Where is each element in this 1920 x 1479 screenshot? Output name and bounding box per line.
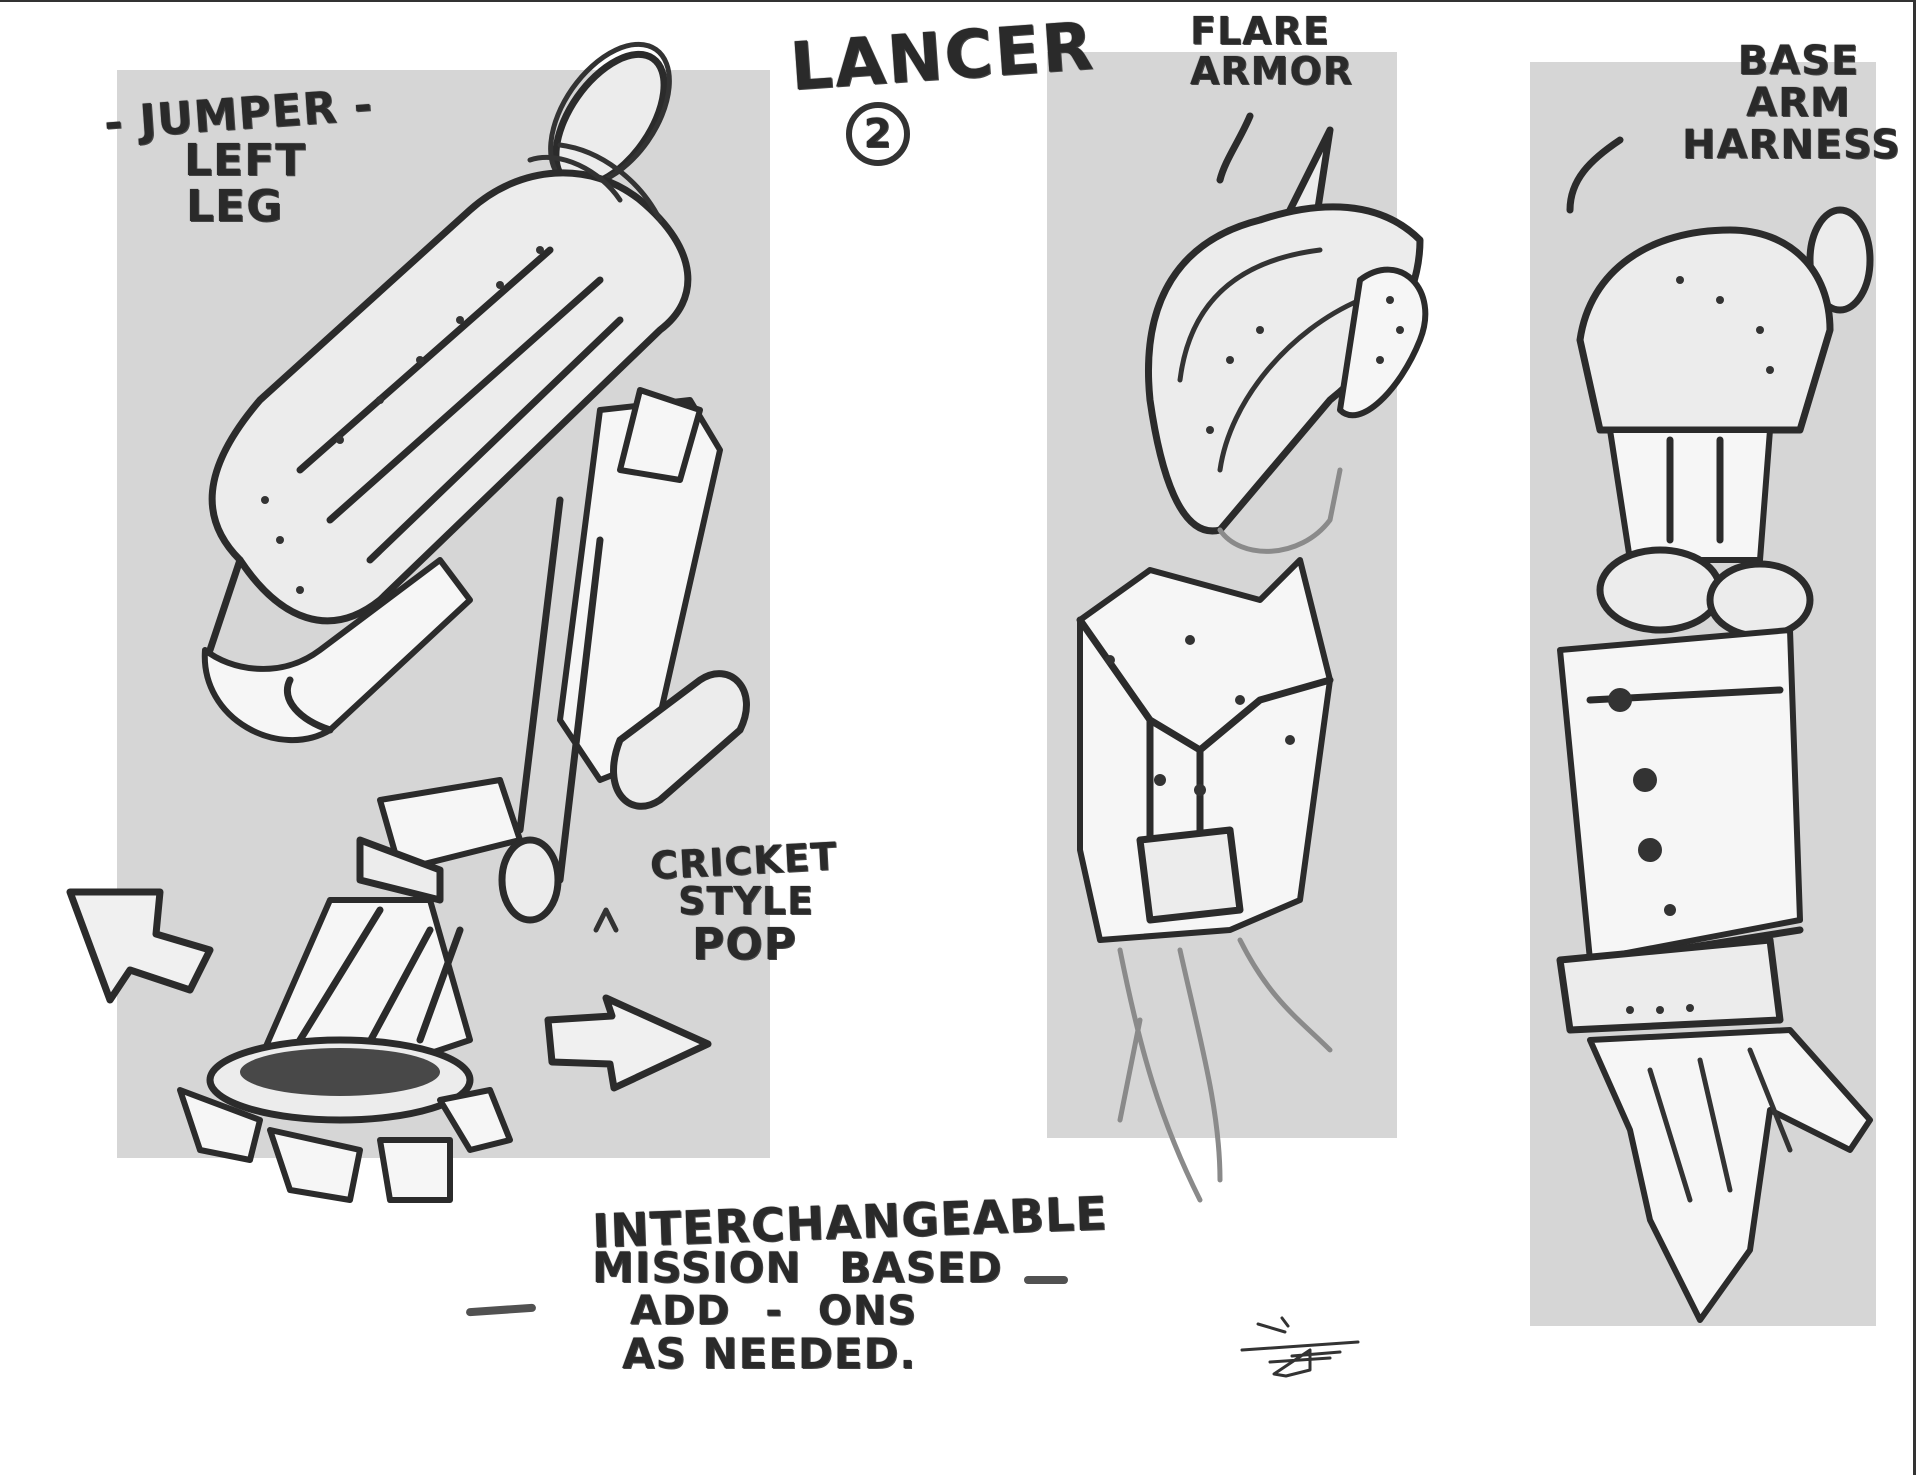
sketch-base-arm-harness bbox=[1556, 136, 1874, 1323]
label-flare-armor: FLARE ARMOR bbox=[1190, 9, 1354, 93]
label-base-arm: BASE ARM HARNESS bbox=[1682, 38, 1901, 168]
footer-note: INTERCHANGEABLE MISSION BASED ADD - ONS … bbox=[591, 1186, 1109, 1379]
artist-signature bbox=[1240, 1316, 1360, 1378]
footer-dash-right bbox=[1024, 1276, 1068, 1284]
sketch-jumper-left-leg bbox=[177, 41, 750, 1203]
label-cricket-style-pop: CRICKET STYLE POP bbox=[648, 834, 839, 970]
label-left-leg: - JUMPER - LEFT LEG bbox=[102, 79, 375, 233]
title-number: 2 bbox=[863, 111, 893, 157]
title-number-badge: 2 bbox=[846, 102, 910, 166]
sketch-flare-armor-arm bbox=[1076, 112, 1429, 1203]
rotate-arrow-left-icon bbox=[66, 888, 214, 1004]
rotate-arrow-right-icon bbox=[544, 994, 712, 1092]
